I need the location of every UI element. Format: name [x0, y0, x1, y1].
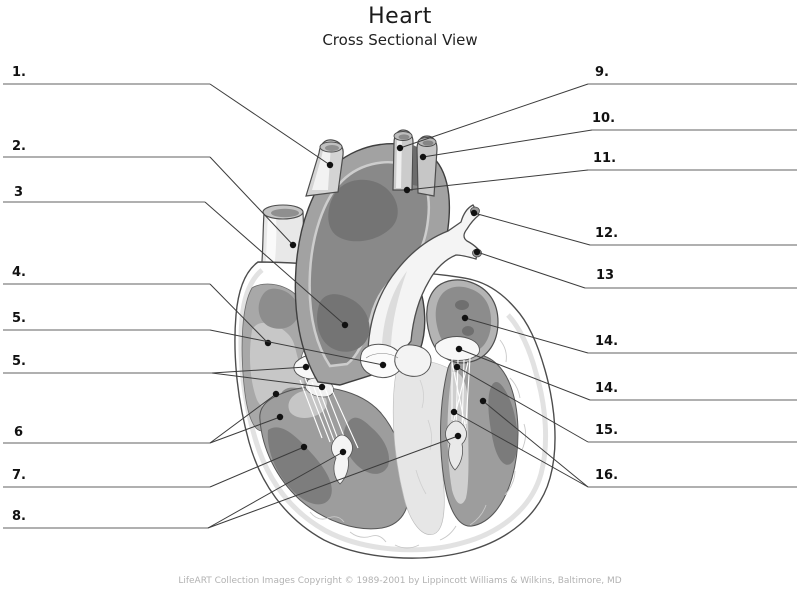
- label-1-target-dot: [326, 161, 334, 169]
- label-12-number: 12.: [595, 226, 619, 241]
- leader-lines-layer: [3, 83, 797, 529]
- label-15-number: 15.: [595, 423, 619, 438]
- label-10-pointer-line: [422, 129, 593, 158]
- label-14b-pointer-line: [458, 348, 591, 401]
- label-11-number: 11.: [593, 151, 617, 166]
- label-9-target-dot: [396, 144, 404, 152]
- coronary-vessels: [309, 339, 527, 549]
- left-subclavian-artery: [416, 135, 438, 197]
- label-7-pointer-line: [209, 446, 305, 488]
- label-14a-pointer-line: [464, 317, 589, 354]
- label-4-pointer-line: [209, 283, 269, 344]
- brachiocephalic-artery: [305, 139, 344, 197]
- chordae-tendineae: [299, 357, 471, 453]
- label-8-target-dot: [454, 432, 462, 440]
- papillary-muscles: [331, 420, 467, 485]
- label-3-pointer-line: [204, 201, 346, 326]
- label-9-number: 9.: [595, 65, 609, 80]
- label-13-target-dot: [473, 248, 481, 256]
- label-5b-target-dot: [318, 383, 326, 391]
- label-6-pointer-line: [209, 416, 281, 444]
- label-13-number: 13: [596, 268, 615, 283]
- label-3-target-dot: [341, 321, 349, 329]
- label-5b-pointer-line: [211, 366, 307, 374]
- aortic-valve: [360, 343, 432, 379]
- label-16-pointer-line: [482, 400, 589, 488]
- label-7-target-dot: [300, 443, 308, 451]
- copyright-credit: LifeART Collection Images Copyright © 19…: [178, 576, 622, 586]
- label-8-target-dot: [339, 448, 347, 456]
- label-6-target-dot: [276, 413, 284, 421]
- label-14a-number: 14.: [595, 334, 619, 349]
- label-15-target-dot: [453, 363, 461, 371]
- label-10-target-dot: [419, 153, 427, 161]
- label-16-number: 16.: [595, 468, 619, 483]
- label-5a-target-dot: [379, 361, 387, 369]
- left-carotid-artery: [392, 129, 414, 191]
- label-4-number: 4.: [12, 265, 26, 280]
- label-16-target-dot: [450, 408, 458, 416]
- label-5a-pointer-line: [209, 329, 384, 366]
- label-2-number: 2.: [12, 139, 26, 154]
- label-6-number: 6: [14, 425, 24, 440]
- label-1-pointer-line: [209, 83, 331, 166]
- label-16-target-dot: [479, 397, 487, 405]
- label-5b-pointer-line: [211, 372, 323, 388]
- label-9-pointer-line: [399, 83, 589, 149]
- label-12-target-dot: [470, 209, 478, 217]
- label-14b-number: 14.: [595, 381, 619, 396]
- label-13-pointer-line: [476, 251, 586, 289]
- label-2-target-dot: [289, 241, 297, 249]
- pericardium-lining: [238, 268, 549, 553]
- label-15-pointer-line: [456, 366, 589, 443]
- label-5a-number: 5.: [12, 311, 26, 326]
- label-12-pointer-line: [473, 212, 591, 246]
- label-14a-target-dot: [461, 314, 469, 322]
- page-title: Heart: [368, 4, 432, 29]
- label-16-pointer-line: [453, 411, 589, 488]
- label-14b-target-dot: [455, 345, 463, 353]
- label-10-number: 10.: [592, 111, 616, 126]
- label-6-target-dot: [272, 390, 280, 398]
- heart-art: [234, 129, 556, 559]
- label-1-number: 1.: [12, 65, 26, 80]
- label-3-number: 3: [14, 185, 24, 200]
- label-7-number: 7.: [12, 468, 26, 483]
- label-8-pointer-line: [207, 435, 459, 529]
- label-4-target-dot: [264, 339, 272, 347]
- label-8-pointer-line: [207, 451, 344, 529]
- label-2-pointer-line: [209, 156, 294, 246]
- page-subtitle: Cross Sectional View: [322, 31, 478, 49]
- label-6-pointer-line: [209, 393, 277, 444]
- label-8-number: 8.: [12, 509, 26, 524]
- label-5b-number: 5.: [12, 354, 26, 369]
- label-11-pointer-line: [406, 169, 589, 191]
- label-5b-target-dot: [302, 363, 310, 371]
- label-11-target-dot: [403, 186, 411, 194]
